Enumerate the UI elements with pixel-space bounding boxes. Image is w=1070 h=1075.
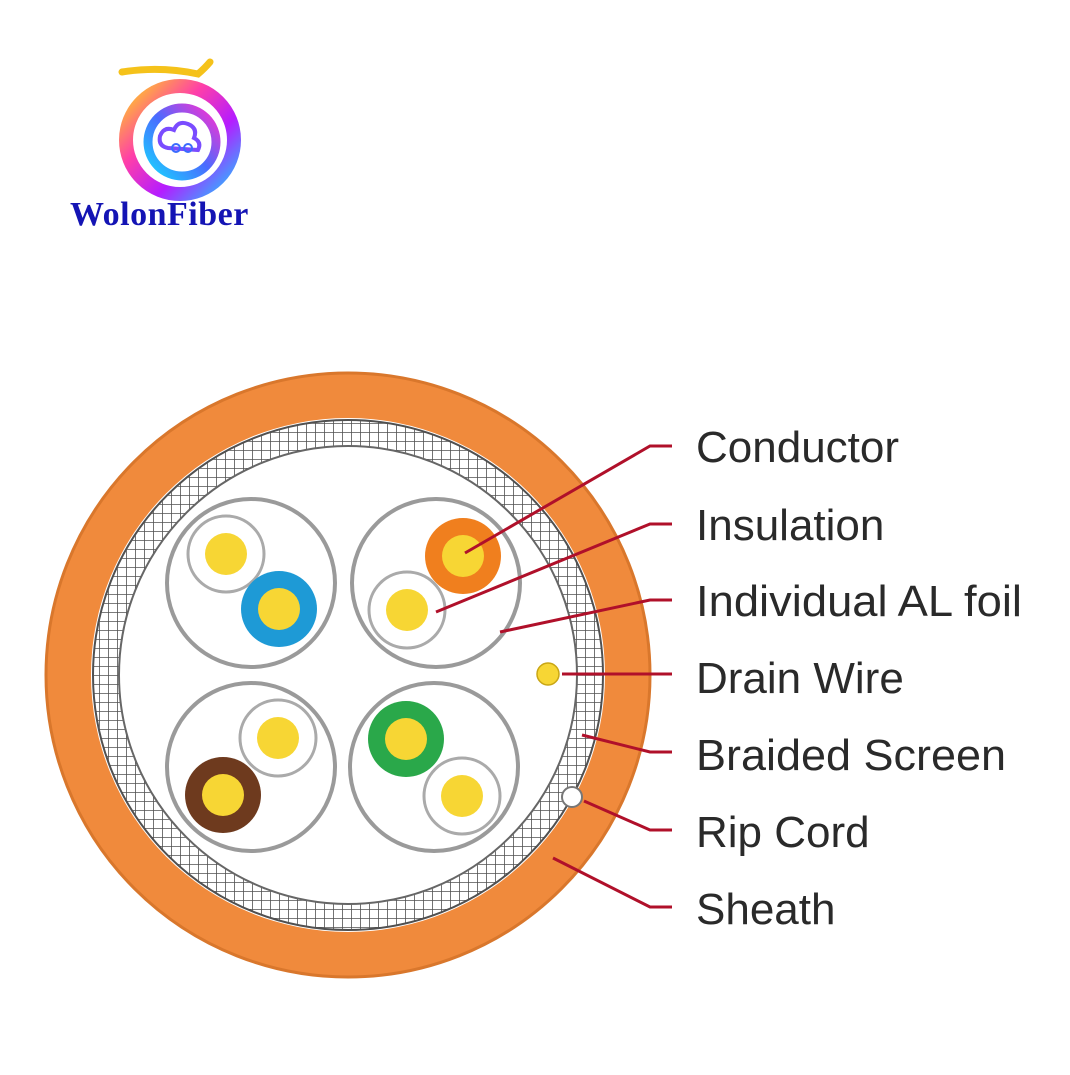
leader-line-foil xyxy=(499,598,672,634)
label-individual-al-foil: Individual AL foil xyxy=(696,577,1022,626)
leader-line-conductor xyxy=(464,444,672,555)
leader-line-insulation xyxy=(435,522,672,614)
drain-wire xyxy=(536,662,560,686)
conductor xyxy=(258,588,300,630)
label-conductor: Conductor xyxy=(696,423,899,472)
label-drain-wire: Drain Wire xyxy=(696,654,904,703)
swirl-cloud-logo-icon xyxy=(118,58,241,201)
label-sheath: Sheath xyxy=(696,885,835,934)
pair-top-right xyxy=(350,497,522,669)
label-braided-screen: Braided Screen xyxy=(696,731,1006,780)
conductor xyxy=(386,589,428,631)
conductor xyxy=(441,775,483,817)
brand-name: WolonFiber xyxy=(70,196,249,233)
individual-foil xyxy=(348,681,520,853)
rip-cord xyxy=(561,786,583,808)
pair-bottom-left xyxy=(165,681,337,853)
label-rip-cord: Rip Cord xyxy=(696,808,870,857)
label-insulation: Insulation xyxy=(696,501,884,550)
conductor xyxy=(385,718,427,760)
leader-lines xyxy=(435,444,672,909)
individual-foil xyxy=(350,497,522,669)
leader-line-sheath xyxy=(552,856,672,909)
conductor xyxy=(257,717,299,759)
conductor xyxy=(442,535,484,577)
inner-core xyxy=(118,445,578,905)
leader-line-rip xyxy=(583,799,672,832)
conductor xyxy=(202,774,244,816)
pair-top-left xyxy=(165,497,337,669)
cable-cross-section xyxy=(44,371,652,979)
labels: Conductor Insulation Individual AL foil … xyxy=(696,423,1022,934)
individual-foil xyxy=(165,681,337,853)
pair-bottom-right xyxy=(348,681,520,853)
leader-line-braid xyxy=(581,733,672,754)
conductor xyxy=(205,533,247,575)
